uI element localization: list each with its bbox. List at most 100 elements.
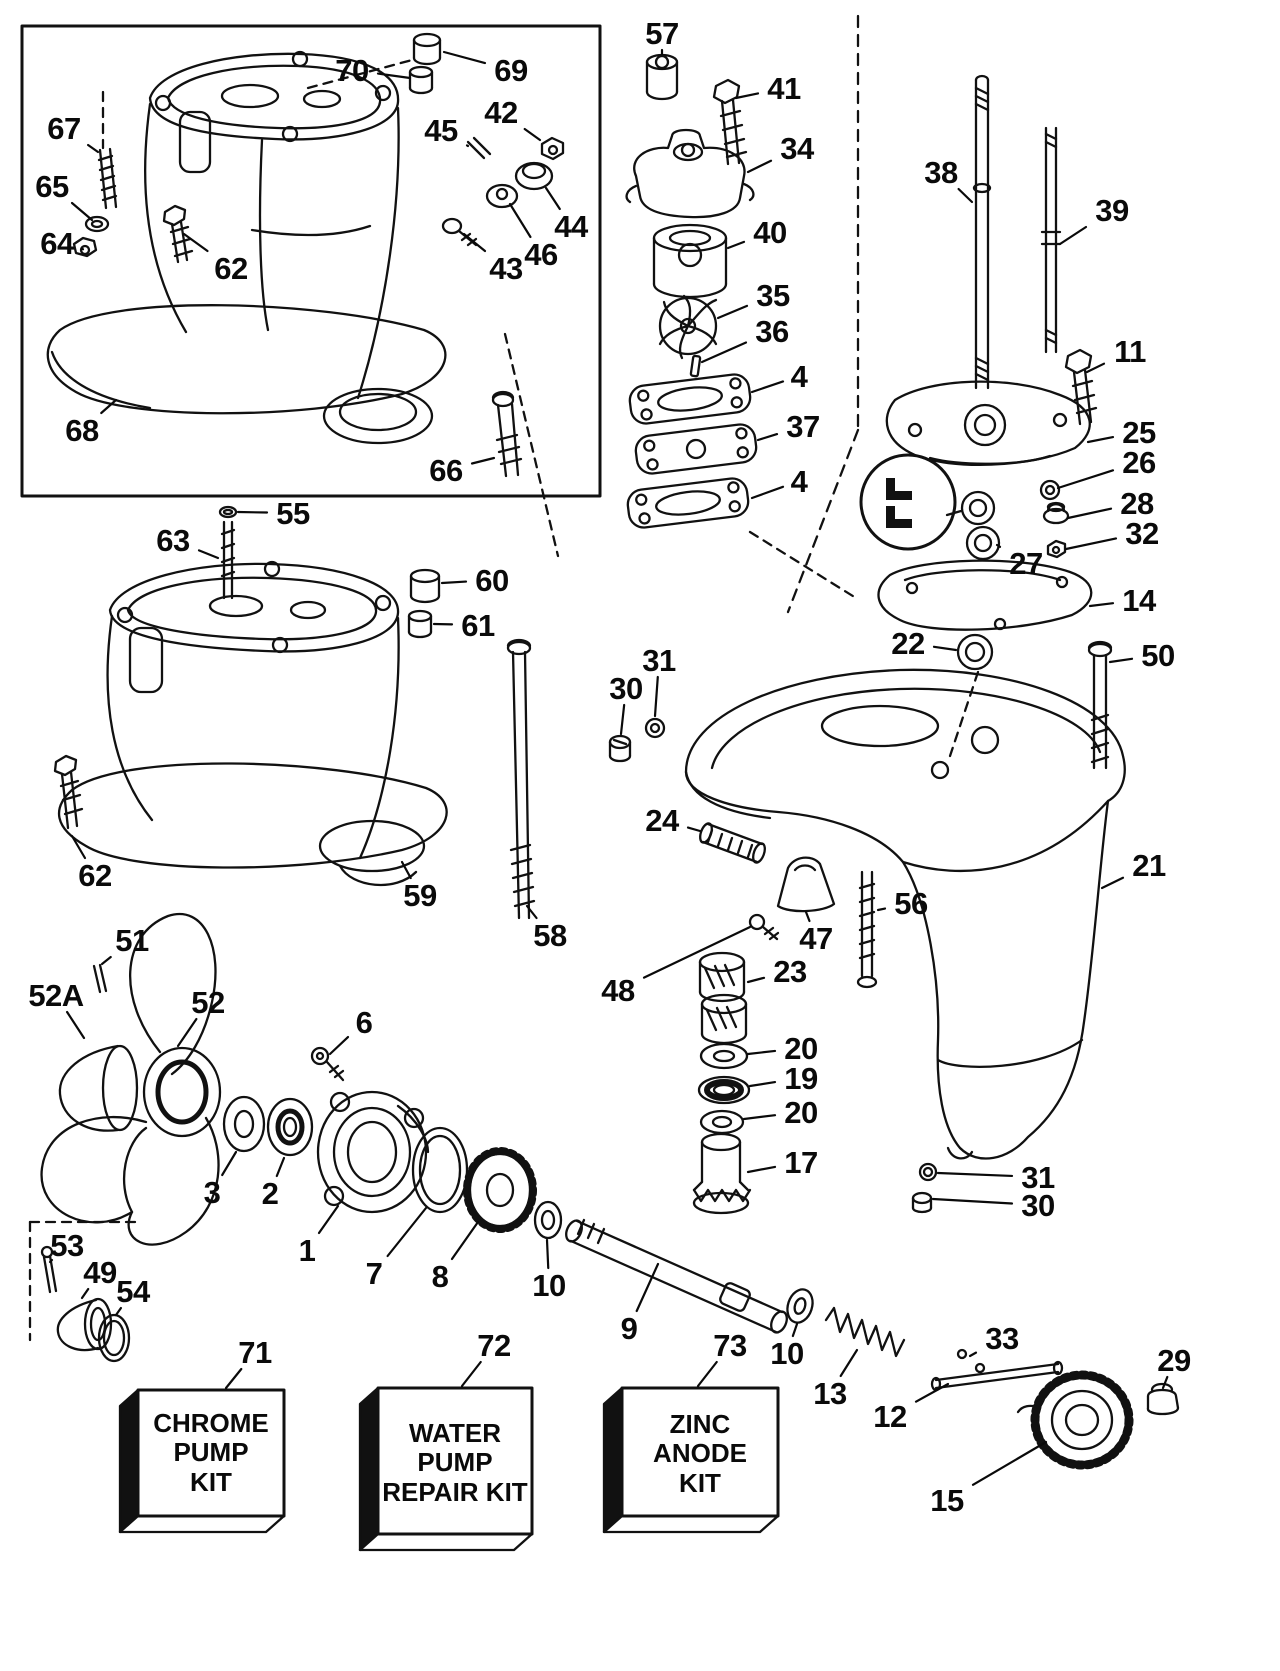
leader-line-36 xyxy=(700,341,748,364)
kit-box-label-chrome-pump: CHROME PUMP KIT xyxy=(153,1407,269,1497)
part-number-label-1: 1 xyxy=(299,1233,316,1268)
part-number-label-58: 58 xyxy=(533,918,567,953)
leader-line-1 xyxy=(317,1204,340,1235)
part-number-label-4: 4 xyxy=(791,464,809,499)
part-number-label-11: 11 xyxy=(1114,334,1146,369)
part-number-label-67: 67 xyxy=(47,111,80,146)
propeller-group xyxy=(28,912,1180,1470)
leader-line-38 xyxy=(957,187,974,204)
part-number-label-52A: 52A xyxy=(28,978,83,1013)
leader-line-59 xyxy=(400,860,412,880)
leader-line-73 xyxy=(696,1360,718,1388)
part-number-label-49: 49 xyxy=(83,1255,117,1290)
leader-line-20 xyxy=(742,1114,777,1121)
leader-line-10 xyxy=(791,1322,799,1338)
part-number-label-30: 30 xyxy=(609,671,642,706)
part-number-label-20: 20 xyxy=(784,1095,817,1130)
leader-line-71 xyxy=(224,1367,243,1390)
leader-line-72 xyxy=(460,1360,482,1388)
kit-box-label-water-pump-repair: WATER PUMP REPAIR KIT xyxy=(382,1417,528,1507)
part-number-label-42: 42 xyxy=(484,95,517,130)
leader-line-54 xyxy=(114,1306,123,1317)
leader-line-39 xyxy=(1058,225,1088,246)
leader-line-30 xyxy=(619,703,626,736)
leader-line-62 xyxy=(182,232,209,253)
part-number-label-37: 37 xyxy=(786,409,819,444)
part-number-label-41: 41 xyxy=(767,71,801,106)
part-number-label-31: 31 xyxy=(642,643,676,678)
leader-line-14 xyxy=(1088,602,1115,608)
part-number-label-22: 22 xyxy=(891,626,924,661)
kit-box-label-zinc-anode: ZINC ANODE KIT xyxy=(653,1408,747,1498)
leader-line-3 xyxy=(221,1150,238,1177)
leader-line-55 xyxy=(236,510,269,514)
part-number-label-46: 46 xyxy=(524,237,558,272)
leader-line-26 xyxy=(1056,469,1115,490)
leader-line-9 xyxy=(635,1262,660,1313)
leader-line-31 xyxy=(653,675,659,718)
inset-frame xyxy=(20,24,602,498)
leader-line-56 xyxy=(876,907,887,912)
leader-line-68 xyxy=(100,398,118,415)
leader-line-20 xyxy=(746,1049,777,1056)
part-number-label-25: 25 xyxy=(1122,415,1156,450)
part-number-label-66: 66 xyxy=(429,453,463,488)
part-number-label-4: 4 xyxy=(791,359,809,394)
part-number-label-62: 62 xyxy=(214,251,247,286)
water-pump-stack xyxy=(625,53,858,600)
leader-line-63 xyxy=(197,549,220,560)
part-number-label-2: 2 xyxy=(262,1176,279,1211)
part-number-label-68: 68 xyxy=(65,413,99,448)
part-number-label-44: 44 xyxy=(554,209,589,244)
leader-line-21 xyxy=(1100,876,1125,890)
part-number-label-29: 29 xyxy=(1157,1343,1191,1378)
leader-line-4 xyxy=(750,485,785,500)
part-number-label-9: 9 xyxy=(621,1311,638,1346)
leader-line-46 xyxy=(508,202,532,239)
leader-line-49 xyxy=(80,1287,90,1300)
leader-line-69 xyxy=(442,50,487,65)
inset-small-parts xyxy=(72,32,565,558)
part-number-label-59: 59 xyxy=(403,878,437,913)
part-number-label-69: 69 xyxy=(494,53,528,88)
leader-line-31 xyxy=(936,1171,1014,1178)
part-number-label-8: 8 xyxy=(432,1259,449,1294)
leader-line-29 xyxy=(1161,1375,1169,1390)
leader-line-58 xyxy=(525,904,538,920)
part-number-label-33: 33 xyxy=(985,1321,1019,1356)
part-number-label-20: 20 xyxy=(784,1031,817,1066)
leader-line-62 xyxy=(70,834,87,860)
part-number-label-61: 61 xyxy=(461,608,495,643)
part-number-label-52: 52 xyxy=(191,985,224,1020)
leader-line-4 xyxy=(750,380,785,394)
part-number-label-43: 43 xyxy=(489,251,523,286)
leader-line-52 xyxy=(176,1017,198,1048)
gearcase xyxy=(608,668,1126,1215)
part-number-label-38: 38 xyxy=(924,155,958,190)
leader-line-45 xyxy=(465,144,470,148)
leader-line-22 xyxy=(932,645,958,652)
part-number-label-28: 28 xyxy=(1120,486,1154,521)
leader-line-28 xyxy=(1066,507,1113,520)
leader-line-40 xyxy=(726,240,746,250)
leader-line-12 xyxy=(914,1382,950,1403)
leader-line-6 xyxy=(328,1035,350,1056)
leader-line-70 xyxy=(376,72,412,80)
part-number-label-48: 48 xyxy=(601,973,635,1008)
leader-line-24 xyxy=(686,826,702,833)
leader-line-41 xyxy=(734,92,760,100)
part-number-label-32: 32 xyxy=(1125,516,1158,551)
part-number-label-12: 12 xyxy=(873,1399,906,1434)
part-number-label-71: 71 xyxy=(238,1335,272,1370)
part-number-label-35: 35 xyxy=(756,278,790,313)
kit-boxes xyxy=(118,1386,780,1552)
part-number-label-56: 56 xyxy=(894,886,928,921)
part-number-label-21: 21 xyxy=(1132,848,1166,883)
part-number-label-7: 7 xyxy=(366,1256,383,1291)
part-number-label-13: 13 xyxy=(813,1376,847,1411)
leader-line-60 xyxy=(440,580,468,585)
part-number-label-27: 27 xyxy=(1009,546,1042,581)
leader-line-47 xyxy=(804,910,811,923)
part-number-label-10: 10 xyxy=(532,1268,565,1303)
leader-line-50 xyxy=(1108,657,1134,664)
